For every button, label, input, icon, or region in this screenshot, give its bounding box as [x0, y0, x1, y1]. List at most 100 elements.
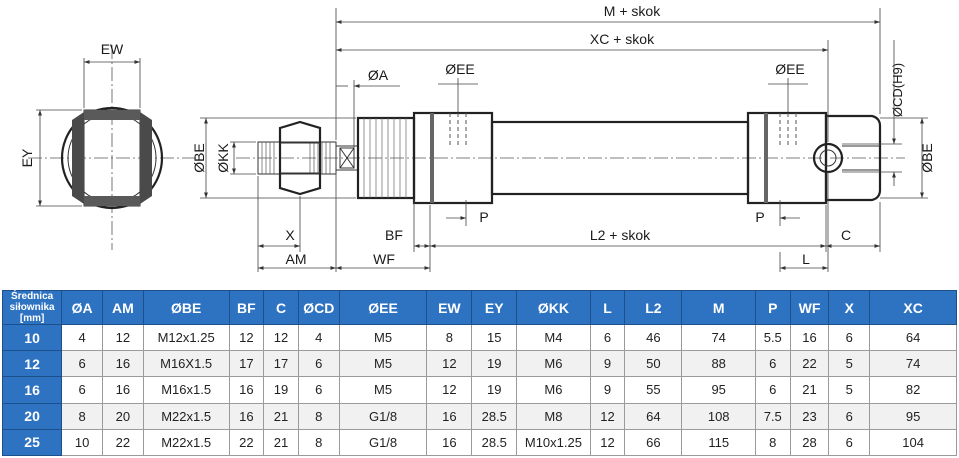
- table-cell: 6: [828, 428, 871, 457]
- dim-m-skok: M + skok: [604, 3, 661, 19]
- table-cell: M6: [516, 376, 591, 404]
- header-cell: EW: [426, 290, 473, 325]
- header-cell: ØCD: [297, 290, 340, 325]
- dim-phi-cd: ØCD(H9): [890, 63, 905, 117]
- header-cell: X: [828, 290, 871, 325]
- table-cell: 19: [263, 376, 299, 404]
- header-cell: L: [589, 290, 626, 325]
- dim-p-left: P: [479, 209, 488, 225]
- header-cell: ØA: [61, 290, 103, 325]
- table-cell: 12: [228, 323, 265, 352]
- table-cell: M22x1.5: [142, 428, 230, 457]
- table-cell: 88: [681, 350, 756, 378]
- table-cell: 55: [624, 376, 683, 404]
- row-header-cell: 16: [1, 376, 63, 404]
- table-cell: M4: [516, 323, 591, 352]
- dim-phi-be-left: ØBE: [191, 143, 207, 173]
- table-cell: 10: [61, 428, 103, 457]
- table-cell: 12: [426, 376, 473, 404]
- table-cell: M12x1.25: [142, 323, 230, 352]
- dim-am: AM: [286, 251, 307, 267]
- row-header-cell: 10: [1, 323, 63, 352]
- table-cell: 16: [101, 350, 144, 378]
- header-cell: XC: [869, 290, 957, 325]
- row-header-cell: 25: [1, 428, 63, 457]
- dim-phi-be-right: ØBE: [919, 143, 935, 173]
- table-cell: 95: [681, 376, 756, 404]
- table-cell: 4: [297, 323, 340, 352]
- dim-wf: WF: [373, 251, 395, 267]
- table-cell: 8: [297, 428, 340, 457]
- dim-phi-ee-left: ØEE: [445, 61, 475, 77]
- table-cell: 21: [789, 376, 830, 404]
- table-cell: 12: [263, 323, 299, 352]
- table-cell: 95: [869, 402, 957, 430]
- header-cell: ØEE: [338, 290, 428, 325]
- header-cell: WF: [789, 290, 830, 325]
- table-cell: 8: [61, 402, 103, 430]
- table-cell: M6: [516, 350, 591, 378]
- table-cell: M5: [338, 323, 428, 352]
- table-cell: 6: [297, 376, 340, 404]
- table-cell: 5.5: [754, 323, 791, 352]
- table-cell: 17: [263, 350, 299, 378]
- table-cell: 64: [624, 402, 683, 430]
- table-cell: 21: [263, 428, 299, 457]
- header-cell: L2: [624, 290, 683, 325]
- header-cell: EY: [471, 290, 518, 325]
- end-view: EW EY: [19, 41, 196, 250]
- table-cell: 6: [61, 350, 103, 378]
- dim-ew: EW: [101, 41, 124, 57]
- table-cell: M10x1.25: [516, 428, 591, 457]
- technical-drawing: EW EY: [19, 3, 935, 272]
- table-cell: 17: [228, 350, 265, 378]
- table-cell: 8: [754, 428, 791, 457]
- table-cell: 104: [869, 428, 957, 457]
- table-cell: 19: [471, 350, 518, 378]
- table-cell: 64: [869, 323, 957, 352]
- header-cell: ØKK: [516, 290, 591, 325]
- side-view: M + skok XC + skok ØA ØEE ØEE ØCD(H9) ØB…: [191, 3, 935, 272]
- dim-l: L: [802, 251, 810, 267]
- table-cell: 20: [101, 402, 144, 430]
- table-cell: 8: [297, 402, 340, 430]
- table-cell: 16: [426, 428, 473, 457]
- table-cell: 6: [754, 376, 791, 404]
- table-cell: M8: [516, 402, 591, 430]
- row-header-cell: 12: [1, 350, 63, 378]
- table-cell: M5: [338, 376, 428, 404]
- table-cell: 6: [828, 323, 871, 352]
- table-cell: M5: [338, 350, 428, 378]
- table-cell: 22: [228, 428, 265, 457]
- table-cell: 74: [869, 350, 957, 378]
- dim-phi-a: ØA: [368, 67, 389, 83]
- header-cell: P: [754, 290, 791, 325]
- table-cell: 115: [681, 428, 756, 457]
- table-cell: 12: [589, 402, 626, 430]
- dim-x: X: [285, 227, 295, 243]
- table-cell: 9: [589, 350, 626, 378]
- table-cell: M22x1.5: [142, 402, 230, 430]
- table-cell: 9: [589, 376, 626, 404]
- table-cell: 15: [471, 323, 518, 352]
- dim-l2-skok: L2 + skok: [590, 227, 651, 243]
- dim-xc-skok: XC + skok: [590, 31, 655, 47]
- table-cell: G1/8: [338, 428, 428, 457]
- table-cell: 21: [263, 402, 299, 430]
- dim-bf: BF: [385, 227, 403, 243]
- table-cell: M16x1.5: [142, 376, 230, 404]
- header-cell: C: [263, 290, 299, 325]
- table-cell: 16: [101, 376, 144, 404]
- header-cell-diameter: Średnica siłownika [mm]: [1, 290, 63, 325]
- dim-phi-ee-right: ØEE: [775, 61, 805, 77]
- table-cell: 6: [61, 376, 103, 404]
- header-cell: ØBE: [142, 290, 230, 325]
- table-cell: 5: [828, 350, 871, 378]
